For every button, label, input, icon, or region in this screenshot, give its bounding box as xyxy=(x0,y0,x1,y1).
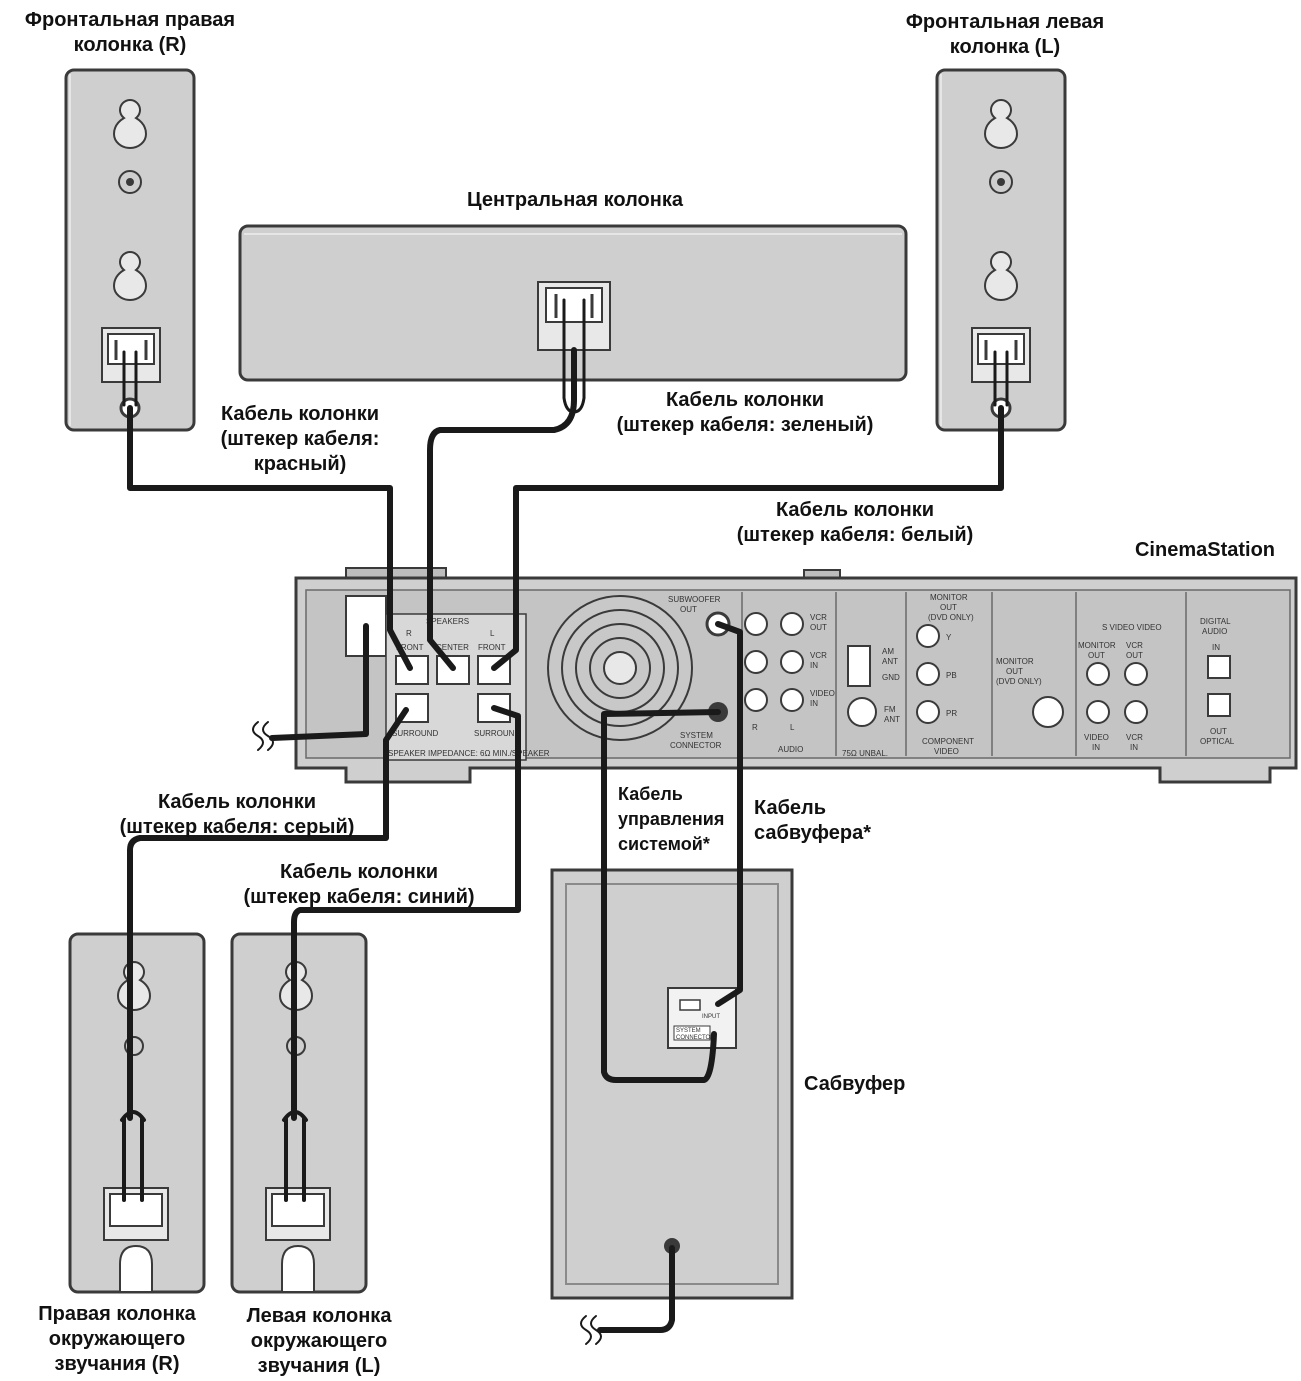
front-right-speaker xyxy=(64,68,196,432)
panel-out-optical-2: OPTICAL xyxy=(1200,737,1235,746)
panel-impedance-label: SPEAKER IMPEDANCE: 6Ω MIN./SPEAKER xyxy=(388,749,550,758)
front-left-speaker xyxy=(935,68,1067,432)
panel-vcr-out-2: OUT xyxy=(810,623,827,632)
panel-in: IN xyxy=(1212,643,1220,652)
panel-audio-r: R xyxy=(752,723,758,732)
panel-digital-audio-2: AUDIO xyxy=(1202,627,1227,636)
cable-power-subwoofer xyxy=(597,1245,675,1333)
panel-r-mark: R xyxy=(406,629,412,638)
panel-vcr-in-1: VCR xyxy=(810,651,827,660)
label-surround-right: Правая колонка окружающего звучания (R) xyxy=(38,1303,196,1375)
panel-monitor-out-top-2: OUT xyxy=(940,603,957,612)
panel-component-video-2: VIDEO xyxy=(934,747,959,756)
panel-s-video-video: S VIDEO VIDEO xyxy=(1102,623,1162,632)
label-cable-white: Кабель колонки (штекер кабеля: белый) xyxy=(736,499,974,546)
panel-monitor-out-top-1: MONITOR xyxy=(930,593,968,602)
panel-vcr-out-r-2: OUT xyxy=(1126,651,1143,660)
cable-front-right xyxy=(127,405,413,671)
panel-subwoofer-out-1: SUBWOOFER xyxy=(668,595,721,604)
panel-unbal: 75Ω UNBAL. xyxy=(842,749,888,758)
panel-vcr-in-r-1: VCR xyxy=(1126,733,1143,742)
label-subwoofer: Сабвуфер xyxy=(804,1073,906,1095)
label-front-right-speaker: Фронтальная правая колонка (R) xyxy=(24,9,236,56)
cable-power-main xyxy=(269,623,369,741)
label-center-speaker: Центральная колонка xyxy=(467,189,683,211)
label-system-cable: Кабель управления системой* xyxy=(618,784,725,854)
label-cable-red: Кабель колонки (штекер кабеля: красный) xyxy=(220,403,380,475)
panel-fm-ant-2: ANT xyxy=(884,715,900,724)
panel-monitor-out-r-1: MONITOR xyxy=(1078,641,1116,650)
cable-surround-left xyxy=(291,705,521,1121)
panel-monitor-out-mid-1: MONITOR xyxy=(996,657,1034,666)
label-surround-left: Левая колонка окружающего звучания (L) xyxy=(246,1305,392,1377)
panel-front-label-l: FRONT xyxy=(478,643,506,652)
panel-audio-l: L xyxy=(790,723,795,732)
label-front-left-speaker: Фронтальная левая колонка (L) xyxy=(905,11,1105,58)
panel-am-ant-2: ANT xyxy=(882,657,898,666)
panel-video-in-2: IN xyxy=(810,699,818,708)
panel-gnd: GND xyxy=(882,673,900,682)
panel-front-label-r: FRONT xyxy=(396,643,424,652)
sub-panel-system-2: CONNECTOR xyxy=(676,1035,715,1041)
cable-surround-right xyxy=(127,707,409,1121)
panel-vcr-in-2: IN xyxy=(810,661,818,670)
label-cinemastation: CinemaStation xyxy=(1134,539,1276,561)
cinemastation-unit: SPEAKERS R L FRONT CENTER FRONT SURROUND… xyxy=(294,567,1298,1041)
panel-pb: PB xyxy=(946,671,957,680)
panel-pr: PR xyxy=(946,709,957,718)
panel-subwoofer-out-2: OUT xyxy=(680,605,697,614)
label-cable-green: Кабель колонки (штекер кабеля: зеленый) xyxy=(616,389,874,436)
panel-vcr-out-r-1: VCR xyxy=(1126,641,1143,650)
panel-y: Y xyxy=(946,633,952,642)
panel-am-ant-1: AM xyxy=(882,647,894,656)
label-sub-cable: Кабель сабвуфера* xyxy=(754,797,871,844)
panel-video-in-r-2: IN xyxy=(1092,743,1100,752)
panel-surround-label-r: SURROUND xyxy=(392,729,438,738)
panel-out-optical-1: OUT xyxy=(1210,727,1227,736)
panel-audio-label: AUDIO xyxy=(778,745,803,754)
panel-component-video-1: COMPONENT xyxy=(922,737,974,746)
panel-surround-label-l: SURROUND xyxy=(474,729,520,738)
panel-speakers-label: SPEAKERS xyxy=(426,617,469,626)
panel-monitor-out-mid-3: (DVD ONLY) xyxy=(996,677,1042,686)
panel-monitor-out-top-3: (DVD ONLY) xyxy=(928,613,974,622)
panel-system-connector-1: SYSTEM xyxy=(680,731,713,740)
cable-front-left xyxy=(491,405,1004,671)
panel-center-label: CENTER xyxy=(436,643,469,652)
panel-digital-audio-1: DIGITAL xyxy=(1200,617,1231,626)
sub-panel-input-label: INPUT xyxy=(702,1014,720,1020)
sub-panel-system-1: SYSTEM xyxy=(676,1028,701,1034)
panel-video-in-1: VIDEO xyxy=(810,689,835,698)
panel-l-mark: L xyxy=(490,629,495,638)
panel-vcr-out-1: VCR xyxy=(810,613,827,622)
panel-monitor-out-mid-2: OUT xyxy=(1006,667,1023,676)
cables xyxy=(120,298,1009,1345)
panel-vcr-in-r-2: IN xyxy=(1130,743,1138,752)
cable-system-control xyxy=(601,709,721,1083)
subwoofer xyxy=(550,868,794,1300)
label-cable-blue: Кабель колонки (штекер кабеля: синий) xyxy=(243,861,475,908)
cable-subwoofer xyxy=(715,621,743,1007)
panel-system-connector-2: CONNECTOR xyxy=(670,741,722,750)
panel-fm-ant-1: FM xyxy=(884,705,896,714)
label-cable-gray: Кабель колонки (штекер кабеля: серый) xyxy=(119,791,355,838)
panel-monitor-out-r-2: OUT xyxy=(1088,651,1105,660)
panel-video-in-r-1: VIDEO xyxy=(1084,733,1109,742)
